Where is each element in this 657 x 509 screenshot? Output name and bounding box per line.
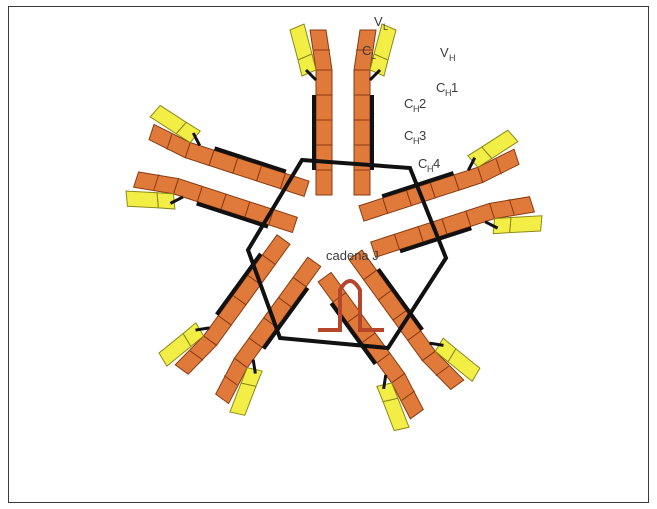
- svg-text:C: C: [436, 80, 445, 95]
- label-ch1: C H 1: [436, 80, 458, 98]
- label-cadena-j: cadena J: [326, 248, 379, 263]
- label-ch2: C H 2: [404, 96, 426, 114]
- label-ch4: C H 4: [418, 156, 440, 174]
- svg-text:2: 2: [419, 96, 426, 111]
- svg-text:3: 3: [419, 128, 426, 143]
- svg-text:C: C: [404, 96, 413, 111]
- svg-text:C: C: [404, 128, 413, 143]
- svg-text:V: V: [374, 14, 383, 29]
- svg-text:L: L: [383, 22, 388, 32]
- svg-text:C: C: [418, 156, 427, 171]
- svg-text:V: V: [440, 45, 449, 60]
- label-ch3: C H 3: [404, 128, 426, 146]
- arm-right: [351, 128, 546, 282]
- svg-text:4: 4: [433, 156, 440, 171]
- svg-text:1: 1: [451, 80, 458, 95]
- svg-text:H: H: [449, 53, 456, 63]
- arm-top: [290, 24, 396, 195]
- svg-text:C: C: [362, 43, 371, 58]
- arm-bottom-right: [297, 235, 483, 436]
- svg-text:L: L: [371, 51, 376, 61]
- label-vh: V H: [440, 45, 456, 63]
